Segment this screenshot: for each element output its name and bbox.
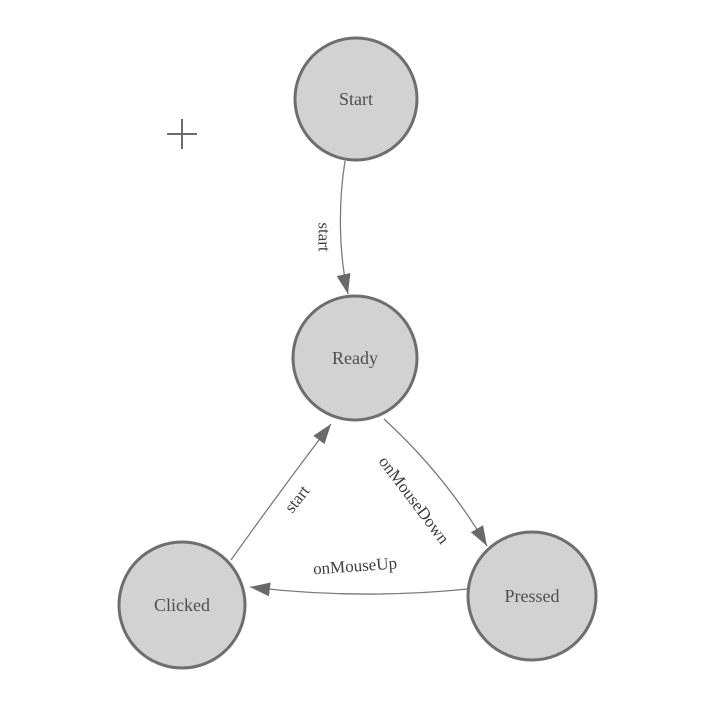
- transition-label-start-ready: start: [315, 222, 334, 252]
- state-label-start: Start: [339, 89, 373, 109]
- transition-label-pressed-clicked: onMouseUp: [312, 554, 397, 579]
- state-label-ready: Ready: [332, 348, 378, 368]
- state-circle-ready[interactable]: [291, 294, 419, 422]
- state-node-clicked[interactable]: Clicked: [117, 540, 247, 670]
- state-node-start[interactable]: Start: [293, 36, 419, 162]
- state-circle-pressed[interactable]: [466, 530, 598, 662]
- transition-edge-ready-pressed[interactable]: [383, 418, 488, 547]
- transition-edge-pressed-clicked[interactable]: [249, 582, 469, 597]
- state-node-pressed[interactable]: Pressed: [466, 530, 598, 662]
- transition-edge-start-ready[interactable]: [336, 160, 351, 295]
- transition-label-clicked-ready: start: [281, 481, 314, 516]
- cursor-layer: [167, 119, 197, 149]
- state-label-clicked: Clicked: [154, 595, 210, 615]
- state-node-ready[interactable]: Ready: [291, 294, 419, 422]
- transition-edge-clicked-ready[interactable]: [230, 423, 332, 561]
- state-label-pressed: Pressed: [505, 586, 560, 606]
- state-circle-clicked[interactable]: [117, 540, 247, 670]
- state-circle-start[interactable]: [293, 36, 419, 162]
- transition-label-ready-pressed: onMouseDown: [375, 452, 454, 548]
- crosshair-cursor: [167, 119, 197, 149]
